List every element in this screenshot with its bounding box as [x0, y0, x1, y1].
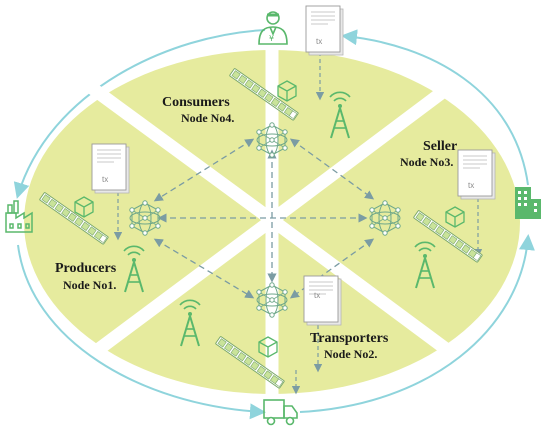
- producer-factory-icon: [5, 200, 33, 233]
- producers-label: Producers: [55, 261, 117, 276]
- tx-label: tx: [314, 291, 320, 300]
- transporters-node-label: Node No2.: [324, 347, 377, 361]
- tx-flow-arrows: [113, 52, 483, 395]
- seller-node-label: Node No3.: [400, 155, 453, 169]
- outer-flow-ring: [13, 29, 535, 420]
- transporters-label: Transporters: [310, 331, 389, 346]
- tx-label: tx: [316, 37, 322, 46]
- transaction-document-icon: tx: [303, 275, 342, 326]
- transaction-document-icon: tx: [91, 143, 130, 194]
- consumers-label: Consumers: [162, 95, 230, 110]
- consumers-node-label: Node No4.: [181, 111, 234, 125]
- tx-label: tx: [468, 181, 474, 190]
- svg-text:¥: ¥: [269, 34, 274, 43]
- producers-node-label: Node No1.: [63, 278, 116, 292]
- consumer-person-icon: ¥: [258, 11, 288, 45]
- delivery-truck-icon: [263, 399, 298, 426]
- transaction-document-icon: tx: [457, 149, 496, 200]
- seller-label: Seller: [423, 139, 457, 154]
- seller-building-icon: [515, 187, 541, 219]
- tx-label: tx: [102, 175, 108, 184]
- transaction-document-icon: tx: [305, 5, 344, 56]
